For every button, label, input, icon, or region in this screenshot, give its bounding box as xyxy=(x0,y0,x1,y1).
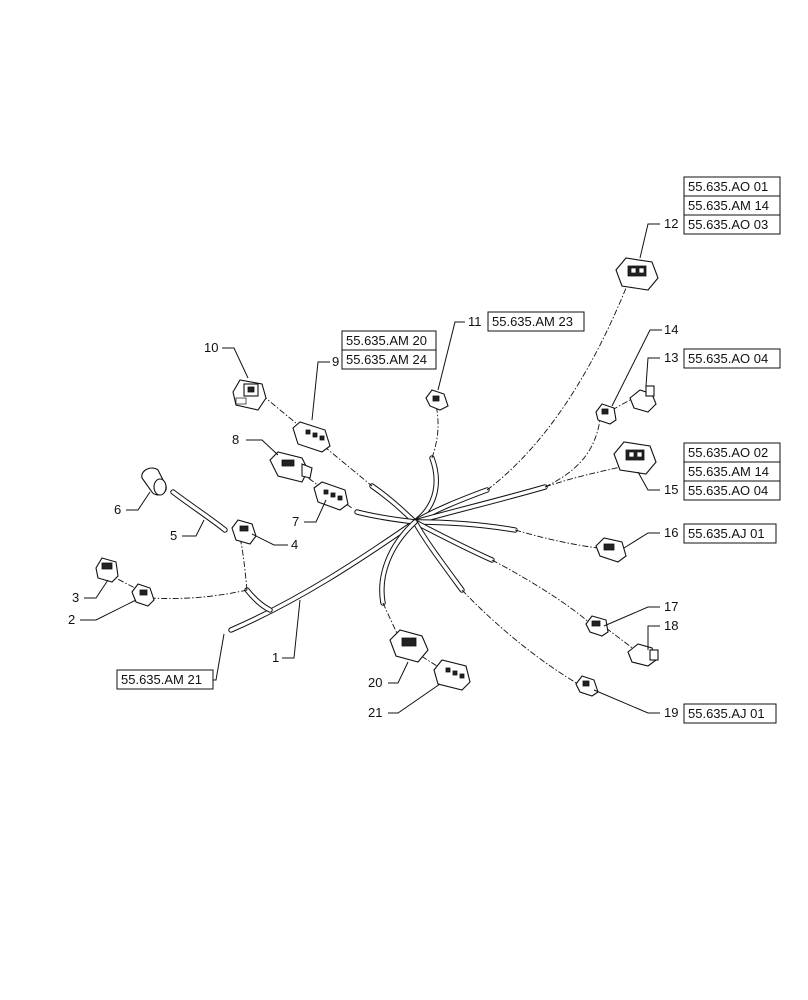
ref-item12-c: 55.635.AO 03 xyxy=(688,217,768,232)
connector-8 xyxy=(269,451,313,483)
item-number-1: 1 xyxy=(272,650,279,665)
connector-20 xyxy=(389,629,429,663)
leader-lines xyxy=(80,223,662,714)
ref-item1: 55.635.AM 21 xyxy=(121,672,202,687)
item-number-11: 11 xyxy=(468,314,482,329)
connector-10 xyxy=(232,379,267,411)
reference-boxes: 55.635.AM 21 55.635.AM 20 55.635.AM 24 5… xyxy=(116,176,781,724)
item-number-15: 15 xyxy=(664,482,678,497)
connector-14 xyxy=(595,403,617,425)
item-number-16: 16 xyxy=(664,525,678,540)
item-number-12: 12 xyxy=(664,216,678,231)
connector-4 xyxy=(231,519,257,545)
connector-12 xyxy=(615,257,659,291)
ref-box-item13 xyxy=(683,348,781,369)
ref-item19: 55.635.AJ 01 xyxy=(688,706,765,721)
item-number-18: 18 xyxy=(664,618,678,633)
item-number-17: 17 xyxy=(664,599,678,614)
connector-9 xyxy=(292,421,331,453)
connector-19 xyxy=(575,675,599,697)
ref-item15-a: 55.635.AO 02 xyxy=(688,445,768,460)
connector-16 xyxy=(595,537,627,563)
ref-item11: 55.635.AM 23 xyxy=(492,314,573,329)
connector-15 xyxy=(613,441,657,475)
item-number-9: 9 xyxy=(332,354,339,369)
item-number-4: 4 xyxy=(291,537,298,552)
harness-wires xyxy=(170,455,548,633)
connector-3 xyxy=(95,557,119,583)
ref-box-item19 xyxy=(683,703,777,724)
ref-item12-a: 55.635.AO 01 xyxy=(688,179,768,194)
ref-item15-c: 55.635.AO 04 xyxy=(688,483,768,498)
item-numbers: 10 9 8 7 6 5 4 3 2 1 11 12 14 13 15 16 1… xyxy=(68,216,678,720)
item-number-2: 2 xyxy=(68,612,75,627)
connector-6 xyxy=(141,467,167,496)
ref-box-item1 xyxy=(116,669,214,690)
ref-box-item12-c xyxy=(683,214,781,235)
item-number-8: 8 xyxy=(232,432,239,447)
item-number-20: 20 xyxy=(368,675,382,690)
item-number-21: 21 xyxy=(368,705,382,720)
ref-box-item15-c xyxy=(683,480,781,501)
connector-17 xyxy=(585,615,609,637)
connector-11 xyxy=(425,389,449,411)
item-number-19: 19 xyxy=(664,705,678,720)
connector-18 xyxy=(627,643,659,667)
item-number-5: 5 xyxy=(170,528,177,543)
item-number-3: 3 xyxy=(72,590,79,605)
item-number-13: 13 xyxy=(664,350,678,365)
ref-item16: 55.635.AJ 01 xyxy=(688,526,765,541)
ref-box-item11 xyxy=(487,311,585,332)
ref-box-item16 xyxy=(683,523,777,544)
ref-item15-b: 55.635.AM 14 xyxy=(688,464,769,479)
ref-item13: 55.635.AO 04 xyxy=(688,351,768,366)
item-number-6: 6 xyxy=(114,502,121,517)
ref-item9-a: 55.635.AM 20 xyxy=(346,333,427,348)
item-number-14: 14 xyxy=(664,322,678,337)
connector-7 xyxy=(313,481,349,511)
connector-2 xyxy=(131,583,155,607)
item-number-7: 7 xyxy=(292,514,299,529)
connector-21 xyxy=(433,659,471,691)
ref-item9-b: 55.635.AM 24 xyxy=(346,352,427,367)
item-number-10: 10 xyxy=(204,340,218,355)
ref-box-item9-b xyxy=(341,349,437,370)
ref-item12-b: 55.635.AM 14 xyxy=(688,198,769,213)
connector-13 xyxy=(629,385,657,413)
